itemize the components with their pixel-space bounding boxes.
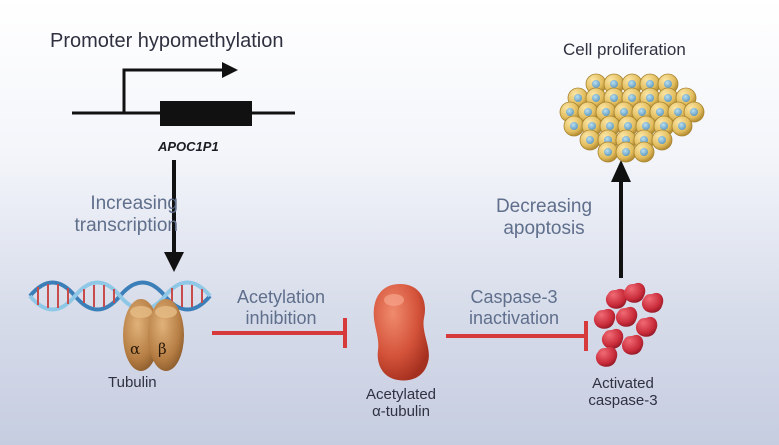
beta-subunit	[148, 299, 184, 371]
acetylated-tubulin-label: Acetylated α-tubulin	[365, 386, 437, 421]
cell-proliferation-label: Cell proliferation	[563, 40, 686, 59]
cell-nucleus	[592, 94, 600, 102]
gene-diagram	[72, 62, 295, 126]
cell-nucleus	[628, 80, 636, 88]
increasing-transcription-label: Increasing transcription	[74, 193, 179, 236]
beta-label: β	[158, 340, 167, 358]
cell-nucleus	[620, 108, 628, 116]
cell-nucleus	[682, 94, 690, 102]
cell-nucleus	[664, 94, 672, 102]
cell-nucleus	[622, 148, 630, 156]
cell-cluster	[559, 73, 705, 163]
cell-nucleus	[678, 122, 686, 130]
caspase-cluster	[593, 282, 664, 367]
cell-nucleus	[642, 122, 650, 130]
cell-nucleus	[588, 122, 596, 130]
cell-nucleus	[566, 108, 574, 116]
cell-nucleus	[628, 94, 636, 102]
cell-nucleus	[656, 108, 664, 116]
gene-box	[160, 101, 252, 126]
cell-nucleus	[646, 80, 654, 88]
activated-caspase-label: Activated caspase-3	[588, 375, 658, 410]
cell-nucleus	[658, 136, 666, 144]
caspase-inactivation-bar	[446, 321, 588, 351]
cell-nucleus	[574, 94, 582, 102]
cell-nucleus	[664, 80, 672, 88]
cell-nucleus	[610, 94, 618, 102]
cell-nucleus	[610, 80, 618, 88]
cell-nucleus	[674, 108, 682, 116]
dna-helix	[28, 280, 212, 312]
decreasing-apoptosis-label: Decreasing apoptosis	[495, 196, 593, 239]
cell-nucleus	[586, 136, 594, 144]
down-arrow	[164, 160, 184, 272]
cell-nucleus	[592, 80, 600, 88]
cell-nucleus	[606, 122, 614, 130]
cell-nucleus	[602, 108, 610, 116]
promoter-hypomethylation-label: Promoter hypomethylation	[50, 30, 284, 52]
cell-nucleus	[624, 122, 632, 130]
cell-nucleus	[660, 122, 668, 130]
acetylation-inhibition-bar	[212, 318, 347, 348]
tubulin-label: Tubulin	[108, 374, 157, 391]
tubulin-dimer	[123, 299, 184, 371]
transcription-start-arrow	[122, 68, 225, 113]
cell-nucleus	[638, 108, 646, 116]
acetylated-tubulin-shape	[373, 284, 429, 381]
cell-nucleus	[690, 108, 698, 116]
caspase-inactivation-label: Caspase-3 inactivation	[468, 287, 560, 328]
up-arrow	[611, 160, 631, 278]
cell-nucleus	[604, 148, 612, 156]
cell-nucleus	[584, 108, 592, 116]
cell-nucleus	[646, 94, 654, 102]
cell-nucleus	[640, 148, 648, 156]
cell-nucleus	[570, 122, 578, 130]
alpha-label: α	[130, 340, 141, 358]
transcription-arrowhead	[222, 62, 238, 78]
acetylation-inhibition-label: Acetylation inhibition	[236, 287, 326, 328]
alpha-subunit	[123, 299, 159, 371]
gene-name-label: APOC1P1	[158, 139, 219, 154]
